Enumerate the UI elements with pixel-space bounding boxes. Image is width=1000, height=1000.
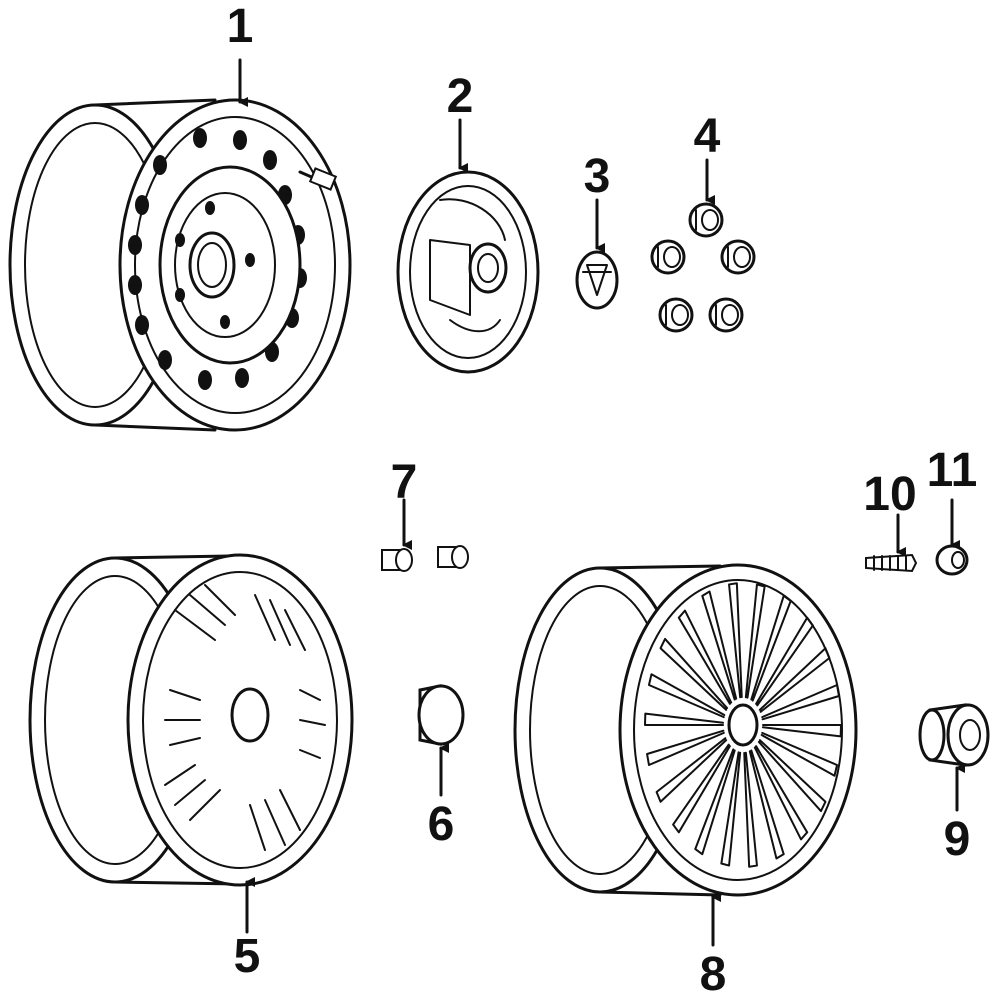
wheel-spoke bbox=[758, 647, 831, 713]
callout-4: 4 bbox=[694, 110, 721, 163]
callout-3: 3 bbox=[584, 150, 611, 203]
callout-5: 5 bbox=[234, 930, 261, 983]
wheel-spoke bbox=[748, 749, 785, 860]
wheel-spoke bbox=[755, 616, 814, 707]
wheel-spoke bbox=[761, 683, 840, 721]
callout-2: 2 bbox=[447, 70, 474, 123]
wheel-spoke bbox=[757, 739, 827, 813]
wheel-spoke bbox=[672, 743, 731, 834]
wheel-spoke bbox=[720, 751, 742, 867]
callout-10: 10 bbox=[863, 468, 916, 521]
center-cap-icon bbox=[417, 684, 465, 746]
wheel-spoke bbox=[694, 748, 736, 856]
wheel-spoke bbox=[728, 582, 743, 699]
lug-nut-icon bbox=[650, 202, 756, 333]
wheel-spoke bbox=[760, 731, 839, 777]
callout-numbers: 1 2 3 4 5 6 7 8 9 10 11 bbox=[227, 0, 978, 1000]
wheel-spoke bbox=[677, 609, 733, 705]
wheel-spoke bbox=[659, 637, 729, 711]
lug-nut-icon bbox=[381, 545, 469, 572]
wheel-spoke bbox=[644, 712, 725, 726]
leader-lines bbox=[238, 58, 965, 947]
callout-9: 9 bbox=[944, 813, 971, 866]
hub-cap-icon bbox=[918, 703, 990, 767]
wheel-spoke bbox=[647, 673, 726, 719]
wheel-spoke bbox=[744, 583, 766, 699]
wheel-spoke bbox=[743, 751, 758, 868]
wheel-spoke bbox=[750, 594, 792, 702]
multi-spoke-wheel-icon bbox=[513, 563, 858, 897]
wheel-stud-icon bbox=[865, 553, 918, 573]
callout-7: 7 bbox=[391, 456, 418, 509]
wheel-spoke bbox=[646, 729, 725, 767]
center-cap-emblem-icon bbox=[575, 250, 619, 310]
steel-wheel-icon bbox=[8, 98, 352, 432]
wheel-spoke bbox=[761, 724, 842, 738]
wheel-cover-icon bbox=[396, 170, 540, 374]
callout-8: 8 bbox=[700, 948, 727, 1000]
callout-1: 1 bbox=[227, 0, 254, 53]
spoke-wheel-icon bbox=[28, 553, 354, 887]
callout-6: 6 bbox=[428, 798, 455, 851]
wheel-spoke bbox=[701, 590, 738, 701]
wheel-spoke bbox=[753, 745, 809, 841]
lug-nut-icon bbox=[935, 544, 969, 576]
callout-11: 11 bbox=[927, 444, 978, 497]
wheel-spoke bbox=[655, 737, 728, 803]
